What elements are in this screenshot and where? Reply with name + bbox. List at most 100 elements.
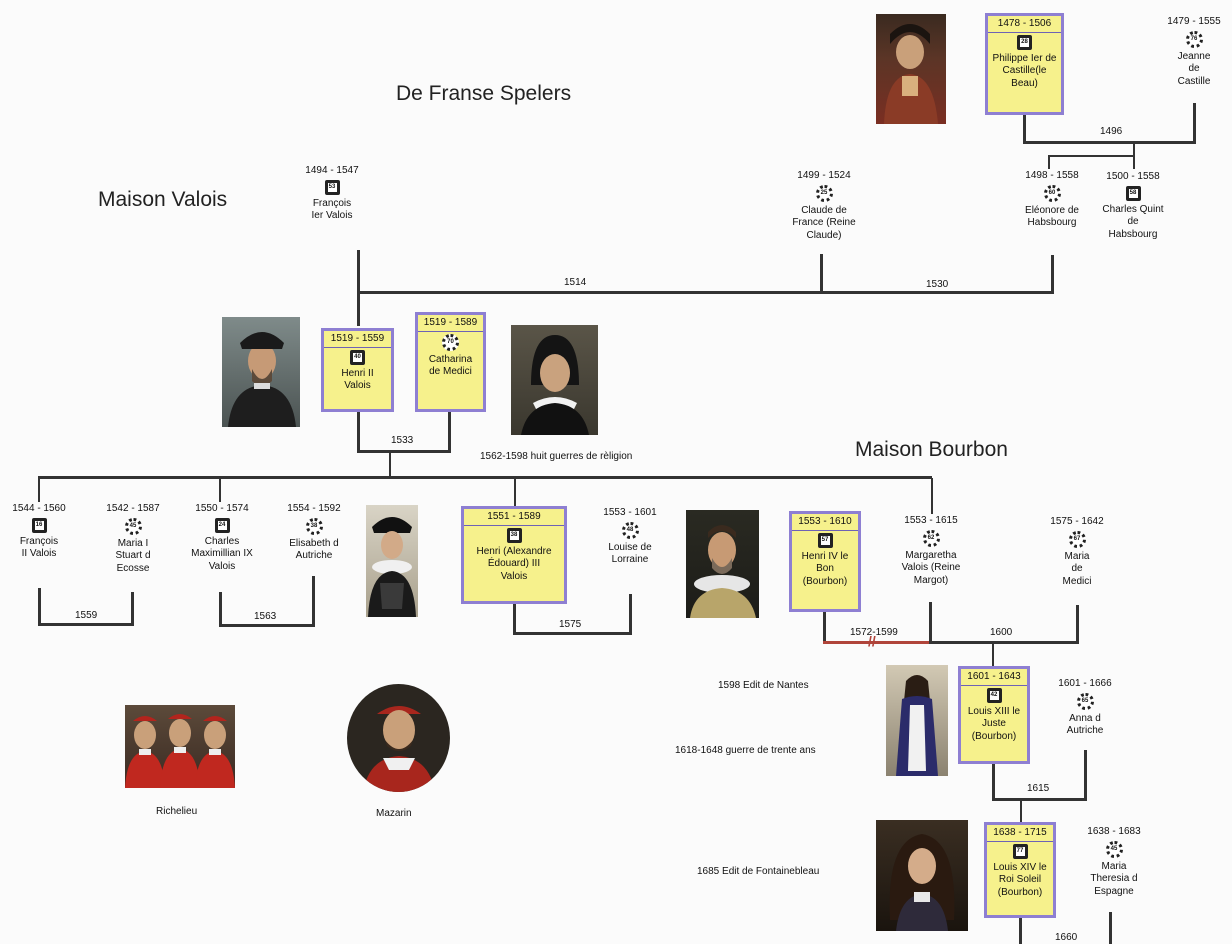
person-name: Henri (Alexandre Édouard) III Valois <box>476 545 552 582</box>
square-age-icon: 28 <box>1017 34 1032 50</box>
lifespan-text: 1519 - 1559 <box>324 331 391 348</box>
lifespan-text: 1553 - 1601 <box>603 507 657 518</box>
person-elisabeth[interactable]: 1554 - 1592 38 Elisabeth d Autriche <box>276 503 352 563</box>
marriage-year-label: 1575 <box>557 619 584 630</box>
lifespan-text: 1638 - 1683 <box>1087 826 1141 837</box>
marriage-year-label: 1530 <box>924 279 951 290</box>
person-name: Louis XIII le Juste (Bourbon) <box>967 705 1021 742</box>
connector-line <box>992 798 1087 801</box>
person-charles-quint[interactable]: 1500 - 1558 58 Charles Quint de Habsbour… <box>1096 171 1170 241</box>
connector-line <box>357 250 360 292</box>
square-age-icon: 38 <box>506 527 522 543</box>
lifespan-text: 1553 - 1615 <box>904 515 958 526</box>
note-edit-fontainebleau: 1685 Edit de Fontainebleau <box>697 866 820 877</box>
person-name: Catharina de Medici <box>428 353 473 378</box>
lifespan-text: 1551 - 1589 <box>464 509 564 526</box>
person-box-louis-xiv[interactable]: 1638 - 1715 77 Louis XIV le Roi Soleil (… <box>984 822 1056 918</box>
person-name: François II Valois <box>2 535 76 561</box>
portrait-richelieu <box>125 705 235 788</box>
connector-line <box>992 764 995 800</box>
connector-line <box>38 588 41 625</box>
caption-mazarin: Mazarin <box>376 808 412 819</box>
lifespan-text: 1601 - 1666 <box>1058 678 1112 689</box>
connector-line <box>448 412 451 452</box>
portrait-catharina <box>511 325 598 435</box>
circle-age-icon: 48 <box>621 521 639 539</box>
connector-line <box>312 576 315 626</box>
lifespan-text: 1638 - 1715 <box>987 825 1053 842</box>
person-name: Louise de Lorraine <box>592 541 668 567</box>
lifespan-text: 1554 - 1592 <box>287 503 341 514</box>
person-name: Philippe Ier de Castille(le Beau) <box>992 52 1057 89</box>
connector-line <box>1084 750 1087 800</box>
connector-line <box>219 624 315 627</box>
person-name: Maria de Medici <box>1039 550 1115 588</box>
person-claude[interactable]: 1499 - 1524 25 Claude de France (Reine C… <box>782 170 866 242</box>
connector-line <box>357 450 451 453</box>
person-anna[interactable]: 1601 - 1666 65 Anna d Autriche <box>1047 678 1123 738</box>
connector-line <box>38 623 134 626</box>
divorce-mark-icon: // <box>868 633 876 649</box>
connector-line <box>1076 605 1079 644</box>
portrait-henri-ii <box>222 317 300 427</box>
person-margaretha[interactable]: 1553 - 1615 62 Margaretha Valois (Reine … <box>892 515 970 587</box>
connector-line <box>931 478 933 514</box>
person-eleonore[interactable]: 1498 - 1558 60 Eléonore de Habsbourg <box>1014 170 1090 230</box>
person-louise[interactable]: 1553 - 1601 48 Louise de Lorraine <box>592 507 668 567</box>
circle-age-icon: 62 <box>922 529 940 547</box>
marriage-year-label: 1600 <box>988 627 1015 638</box>
connector-line <box>131 592 134 625</box>
marriage-year-label: 1563 <box>252 611 279 622</box>
caption-richelieu: Richelieu <box>156 806 198 817</box>
connector-line <box>1109 912 1112 944</box>
square-age-icon: 16 <box>31 517 47 533</box>
marriage-year-label: 1514 <box>562 277 589 288</box>
person-box-henri-ii[interactable]: 1519 - 1559 40 Henri II Valois <box>321 328 394 412</box>
circle-age-icon: 38 <box>305 517 323 535</box>
connector-line <box>357 412 360 452</box>
person-name: Elisabeth d Autriche <box>276 537 352 563</box>
connector-line <box>1019 918 1022 944</box>
connector-line <box>629 594 632 634</box>
circle-age-icon: 76 <box>1185 30 1203 48</box>
portrait-mazarin <box>347 684 450 792</box>
lifespan-text: 1544 - 1560 <box>12 503 66 514</box>
marriage-year-label: 1559 <box>73 610 100 621</box>
person-jeanne[interactable]: 1479 - 1555 76 Jeanne de Castille <box>1156 16 1232 88</box>
person-box-henri-iv[interactable]: 1553 - 1610 57 Henri IV le Bon (Bourbon) <box>789 511 861 612</box>
connector-line <box>1020 800 1022 822</box>
person-box-philippe[interactable]: 1478 - 1506 28 Philippe Ier de Castille(… <box>985 13 1064 115</box>
person-box-catharina[interactable]: 1519 - 1589 70 Catharina de Medici <box>415 312 486 412</box>
connector-line <box>1051 255 1054 293</box>
lifespan-text: 1499 - 1524 <box>797 170 851 181</box>
person-maria-theresia[interactable]: 1638 - 1683 45 Maria Theresia d Espagne <box>1076 826 1152 898</box>
circle-age-icon: 70 <box>442 333 459 351</box>
note-religion-wars: 1562-1598 huit guerres de rèligion <box>480 451 633 462</box>
person-name: Henri IV le Bon (Bourbon) <box>801 550 849 587</box>
circle-age-icon: 45 <box>1105 840 1123 858</box>
connector-line <box>38 476 932 479</box>
person-maria-medici[interactable]: 1575 - 1642 67 Maria de Medici <box>1039 516 1115 588</box>
connector-line <box>820 254 823 292</box>
person-box-louis-xiii[interactable]: 1601 - 1643 42 Louis XIII le Juste (Bour… <box>958 666 1030 764</box>
marriage-year-label: 1533 <box>389 435 416 446</box>
portrait-henri-iii <box>366 505 418 617</box>
divorce-line <box>823 641 931 644</box>
maison-bourbon-heading: Maison Bourbon <box>855 438 1008 461</box>
connector-line <box>389 452 391 478</box>
portrait-philippe <box>876 14 946 124</box>
connector-line <box>357 291 1054 294</box>
person-box-henri-iii[interactable]: 1551 - 1589 38 Henri (Alexandre Édouard)… <box>461 506 567 604</box>
person-francois-ii[interactable]: 1544 - 1560 16 François II Valois <box>2 503 76 561</box>
marriage-year-label: 1572-1599 <box>850 627 898 638</box>
person-maria-stuart[interactable]: 1542 - 1587 45 Maria I Stuart d Ecosse <box>95 503 171 575</box>
marriage-year-label: 1496 <box>1098 126 1125 137</box>
lifespan-text: 1478 - 1506 <box>988 16 1061 33</box>
person-francois-i[interactable]: 1494 - 1547 53 François Ier Valois <box>295 165 369 223</box>
square-age-icon: 53 <box>324 179 340 195</box>
person-charles-ix[interactable]: 1550 - 1574 24 Charles Maximillian IX Va… <box>184 503 260 573</box>
person-name: Anna d Autriche <box>1047 712 1123 738</box>
square-age-icon: 77 <box>1012 843 1028 859</box>
person-name: Charles Maximillian IX Valois <box>184 535 260 573</box>
connector-line <box>929 641 1079 644</box>
